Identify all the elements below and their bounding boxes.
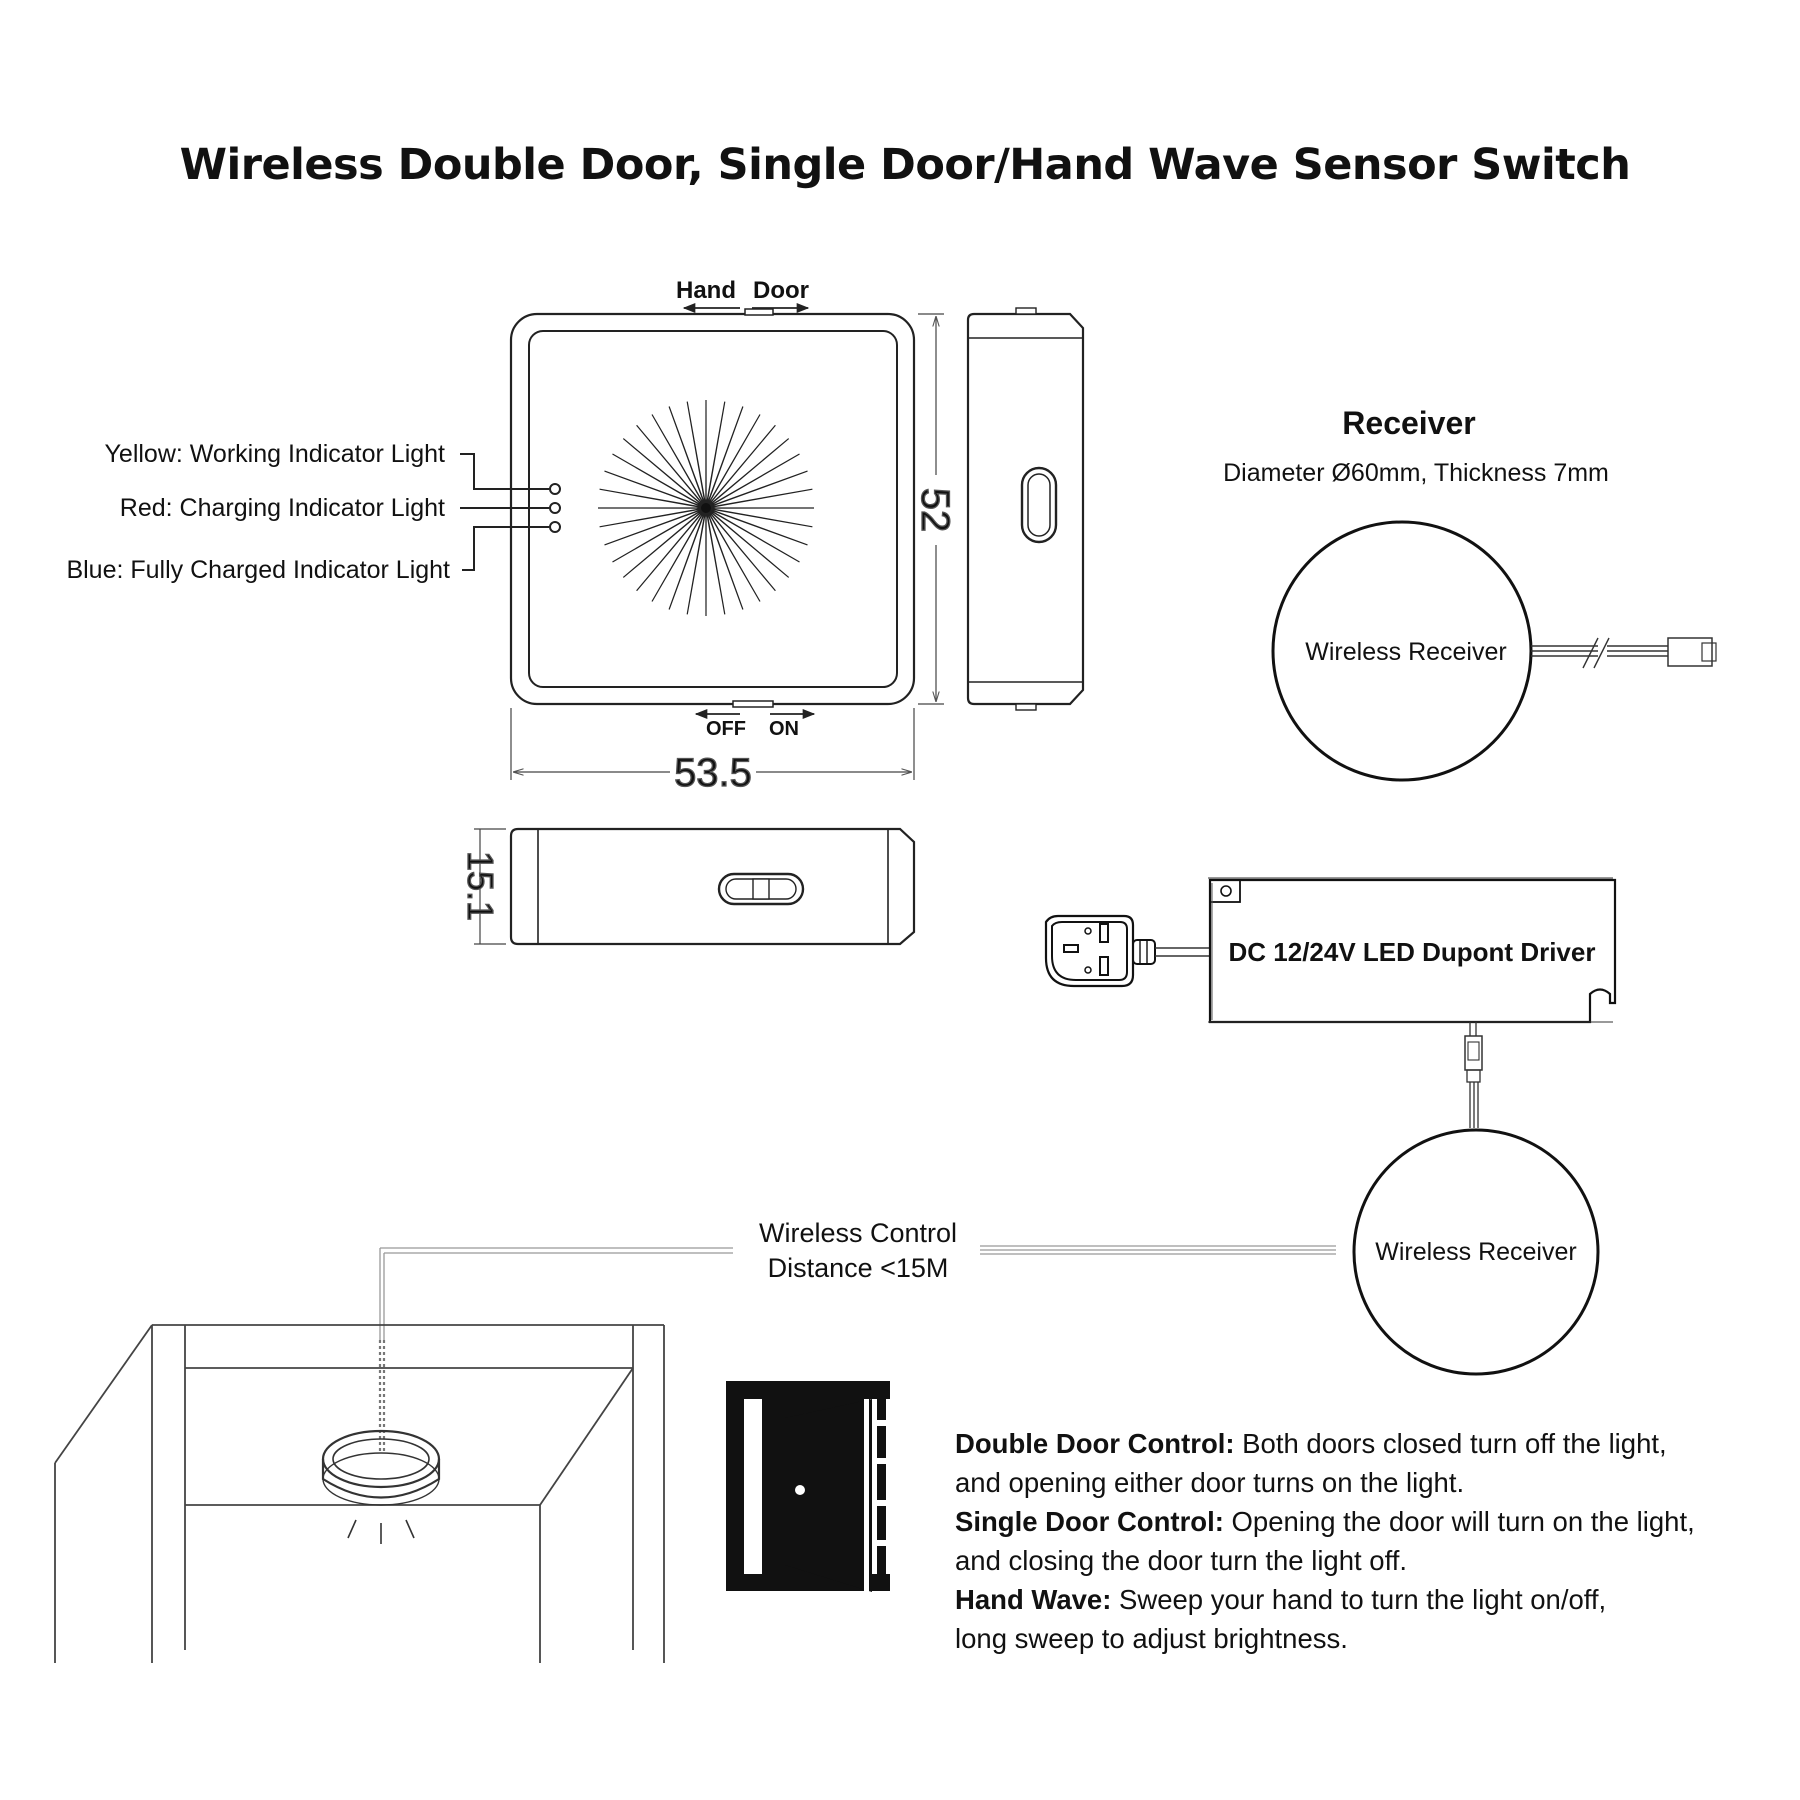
desc-text: Both doors closed turn off the light, [1234, 1428, 1667, 1459]
wireless-distance-line2: Distance <15M [768, 1253, 949, 1283]
sensor-lens [701, 503, 711, 513]
led-driver-box [1208, 877, 1617, 1024]
cabinet-illustration [54, 1324, 665, 1663]
driver-receiver-cable [1464, 1022, 1483, 1128]
door-icon [726, 1381, 890, 1592]
driver-label: DC 12/24V LED Dupont Driver [1229, 937, 1596, 967]
thickness-dimension-label: 15.1 [460, 851, 501, 921]
receiver-top-label: Wireless Receiver [1305, 638, 1506, 666]
receiver-bottom-label: Wireless Receiver [1375, 1238, 1576, 1266]
light-ray [405, 1519, 415, 1539]
control-description: Double Door Control: Both doors closed t… [955, 1424, 1775, 1658]
sensor-window-icon [597, 399, 815, 617]
height-dimension-label: 52 [913, 488, 957, 533]
sensor-front-view [509, 308, 916, 708]
desc-line: long sweep to adjust brightness. [955, 1619, 1775, 1658]
desc-text: and opening either door turns on the lig… [955, 1467, 1465, 1498]
desc-line: Double Door Control: Both doors closed t… [955, 1424, 1775, 1463]
receiver-top [1271, 520, 1717, 782]
switch-on-label: ON [769, 718, 799, 740]
indicator-blue-label: Blue: Fully Charged Indicator Light [66, 556, 450, 584]
desc-text: Opening the door will turn on the light, [1223, 1506, 1695, 1537]
indicator-red-label: Red: Charging Indicator Light [120, 494, 445, 522]
thickness-dimension: 15.1 [459, 828, 506, 945]
desc-text: long sweep to adjust brightness. [955, 1623, 1348, 1654]
indicator-yellow-label: Yellow: Working Indicator Light [105, 440, 446, 468]
indicator-leaders [460, 453, 549, 571]
wireless-distance-line1: Wireless Control [759, 1218, 957, 1248]
height-dimension: 52 [912, 313, 958, 705]
mode-hand-label: Hand [676, 277, 736, 304]
receiver-heading: Receiver [1342, 405, 1475, 441]
diagram-title: Wireless Double Door, Single Door/Hand W… [179, 140, 1631, 190]
dupont-connector-icon [1667, 637, 1713, 667]
desc-label-hand-wave: Hand Wave: [955, 1584, 1112, 1615]
sensor-bottom-view [509, 827, 916, 946]
desc-text: Sweep your hand to turn the light on/off… [1111, 1584, 1607, 1615]
desc-line: Single Door Control: Opening the door wi… [955, 1502, 1775, 1541]
receiver-spec-text: Diameter Ø60mm, Thickness 7mm [1223, 459, 1609, 487]
desc-text: and closing the door turn the light off. [955, 1545, 1408, 1576]
starburst-rays [597, 399, 815, 617]
desc-line: and opening either door turns on the lig… [955, 1463, 1775, 1502]
desc-line: Hand Wave: Sweep your hand to turn the l… [955, 1580, 1775, 1619]
uk-plug-icon [1044, 914, 1210, 988]
light-ray [347, 1519, 357, 1539]
receiver-bottom [1352, 1128, 1600, 1376]
switch-off-label: OFF [706, 718, 746, 740]
desc-label-single-door: Single Door Control: [955, 1506, 1224, 1537]
width-dimension-label: 53.5 [674, 751, 752, 795]
mode-door-label: Door [753, 277, 809, 304]
desc-line: and closing the door turn the light off. [955, 1541, 1775, 1580]
desc-label-double-door: Double Door Control: [955, 1428, 1235, 1459]
width-dimension: 53.5 [510, 708, 915, 796]
sensor-side-view [966, 307, 1085, 711]
